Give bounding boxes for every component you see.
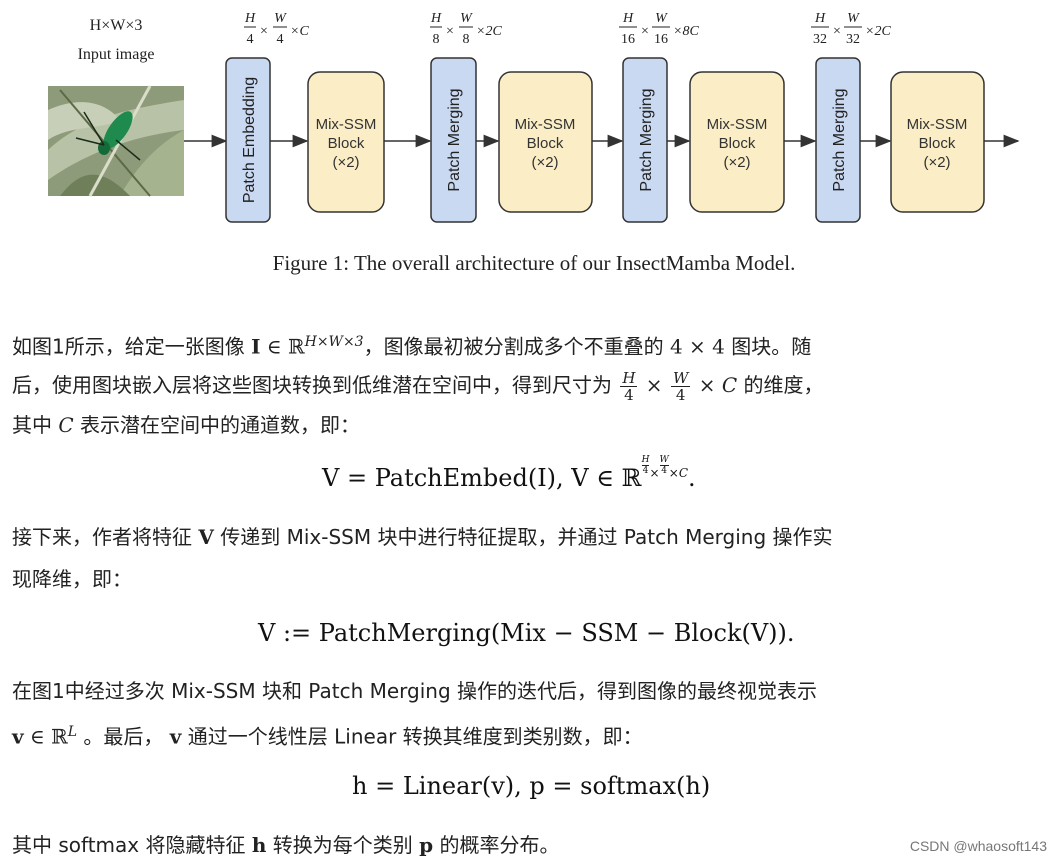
mix-ssm-block-4: Mix-SSM Block (×2) [890,71,985,213]
architecture-figure: H×W×3 Input image Patch Embedding Mix- [48,11,1020,275]
patch-merging-label-1: Patch Merging [446,88,463,191]
block-3-line3: (×2) [723,154,750,171]
para3-line1: 在图1中经过多次 Mix-SSM 块和 Patch Merging 操作的迭代后… [12,679,818,703]
svg-text:8: 8 [433,32,440,47]
para2-line1: 接下来，作者将特征 V 传递到 Mix-SSM 块中进行特征提取，并通过 Pat… [12,525,833,549]
svg-text:×: × [641,24,649,39]
block-3-line1: Mix-SSM [707,116,768,133]
patch-merging-label-2: Patch Merging [638,88,655,191]
para1-line3: 其中 C 表示潜在空间中的通道数，即： [12,413,361,437]
svg-text:×C: ×C [290,24,309,39]
para3-line2: v ∈ ℝL 。最后， v 通过一个线性层 Linear 转换其维度到类别数，即… [12,724,643,749]
para1-line1: 如图1所示，给定一张图像 I ∈ ℝH×W×3，图像最初被分割成多个不重叠的 4… [12,334,812,359]
mix-ssm-block-3: Mix-SSM Block (×2) [689,71,785,213]
svg-text:×2C: ×2C [865,24,891,39]
mix-ssm-block-1: Mix-SSM Block (×2) [307,71,385,213]
mix-ssm-block-2: Mix-SSM Block (×2) [498,71,593,213]
svg-text:4: 4 [247,32,254,47]
svg-text:H: H [622,11,634,26]
svg-text:16: 16 [654,32,668,47]
dim-label-1: H 4 × W 4 ×C [244,11,310,47]
svg-text:W: W [847,11,860,26]
patch-merging-box-3: Patch Merging [815,57,861,223]
block-1-line3: (×2) [332,154,359,171]
svg-text:H: H [244,11,256,26]
block-1-line1: Mix-SSM [316,116,377,133]
svg-text:4: 4 [277,32,284,47]
block-4-line3: (×2) [923,154,950,171]
input-dims-label: H×W×3 [90,17,143,34]
svg-text:W: W [460,11,473,26]
svg-text:×: × [260,24,268,39]
input-image-label: Input image [78,46,155,63]
para2-line2: 现降维，即： [12,567,132,591]
svg-text:8: 8 [463,32,470,47]
dim-label-2: H 8 × W 8 ×2C [430,11,503,47]
input-image [48,85,184,197]
svg-text:×8C: ×8C [673,24,699,39]
block-2-line3: (×2) [531,154,558,171]
figure-caption: Figure 1: The overall architecture of ou… [273,251,796,275]
svg-text:×2C: ×2C [476,24,502,39]
svg-text:×: × [833,24,841,39]
patch-merging-label-3: Patch Merging [831,88,848,191]
svg-text:32: 32 [813,32,827,47]
block-2-line1: Mix-SSM [515,116,576,133]
svg-text:×: × [446,24,454,39]
svg-text:H: H [814,11,826,26]
svg-text:H: H [430,11,442,26]
patch-merging-box-2: Patch Merging [622,57,668,223]
block-4-line1: Mix-SSM [907,116,968,133]
block-2-line2: Block [527,135,564,152]
dim-label-4: H 32 × W 32 ×2C [811,11,891,47]
svg-text:W: W [274,11,287,26]
patch-embedding-box: Patch Embedding [225,57,271,223]
block-3-line2: Block [719,135,756,152]
watermark: CSDN @whaosoft143 [909,838,1047,854]
svg-text:32: 32 [846,32,860,47]
equation-patch-merging: V := PatchMerging(Mix − SSM − Block(V)). [258,619,795,647]
patch-merging-box-1: Patch Merging [430,57,477,223]
dim-label-3: H 16 × W 16 ×8C [619,11,699,47]
block-4-line2: Block [919,135,956,152]
equation-linear-softmax: h = Linear(v), p = softmax(h) [352,772,711,800]
para4-line1: 其中 softmax 将隐藏特征 h 转换为每个类别 p 的概率分布。 [12,833,560,857]
block-1-line2: Block [328,135,365,152]
patch-embedding-label: Patch Embedding [241,77,258,203]
svg-text:W: W [655,11,668,26]
svg-text:16: 16 [621,32,635,47]
